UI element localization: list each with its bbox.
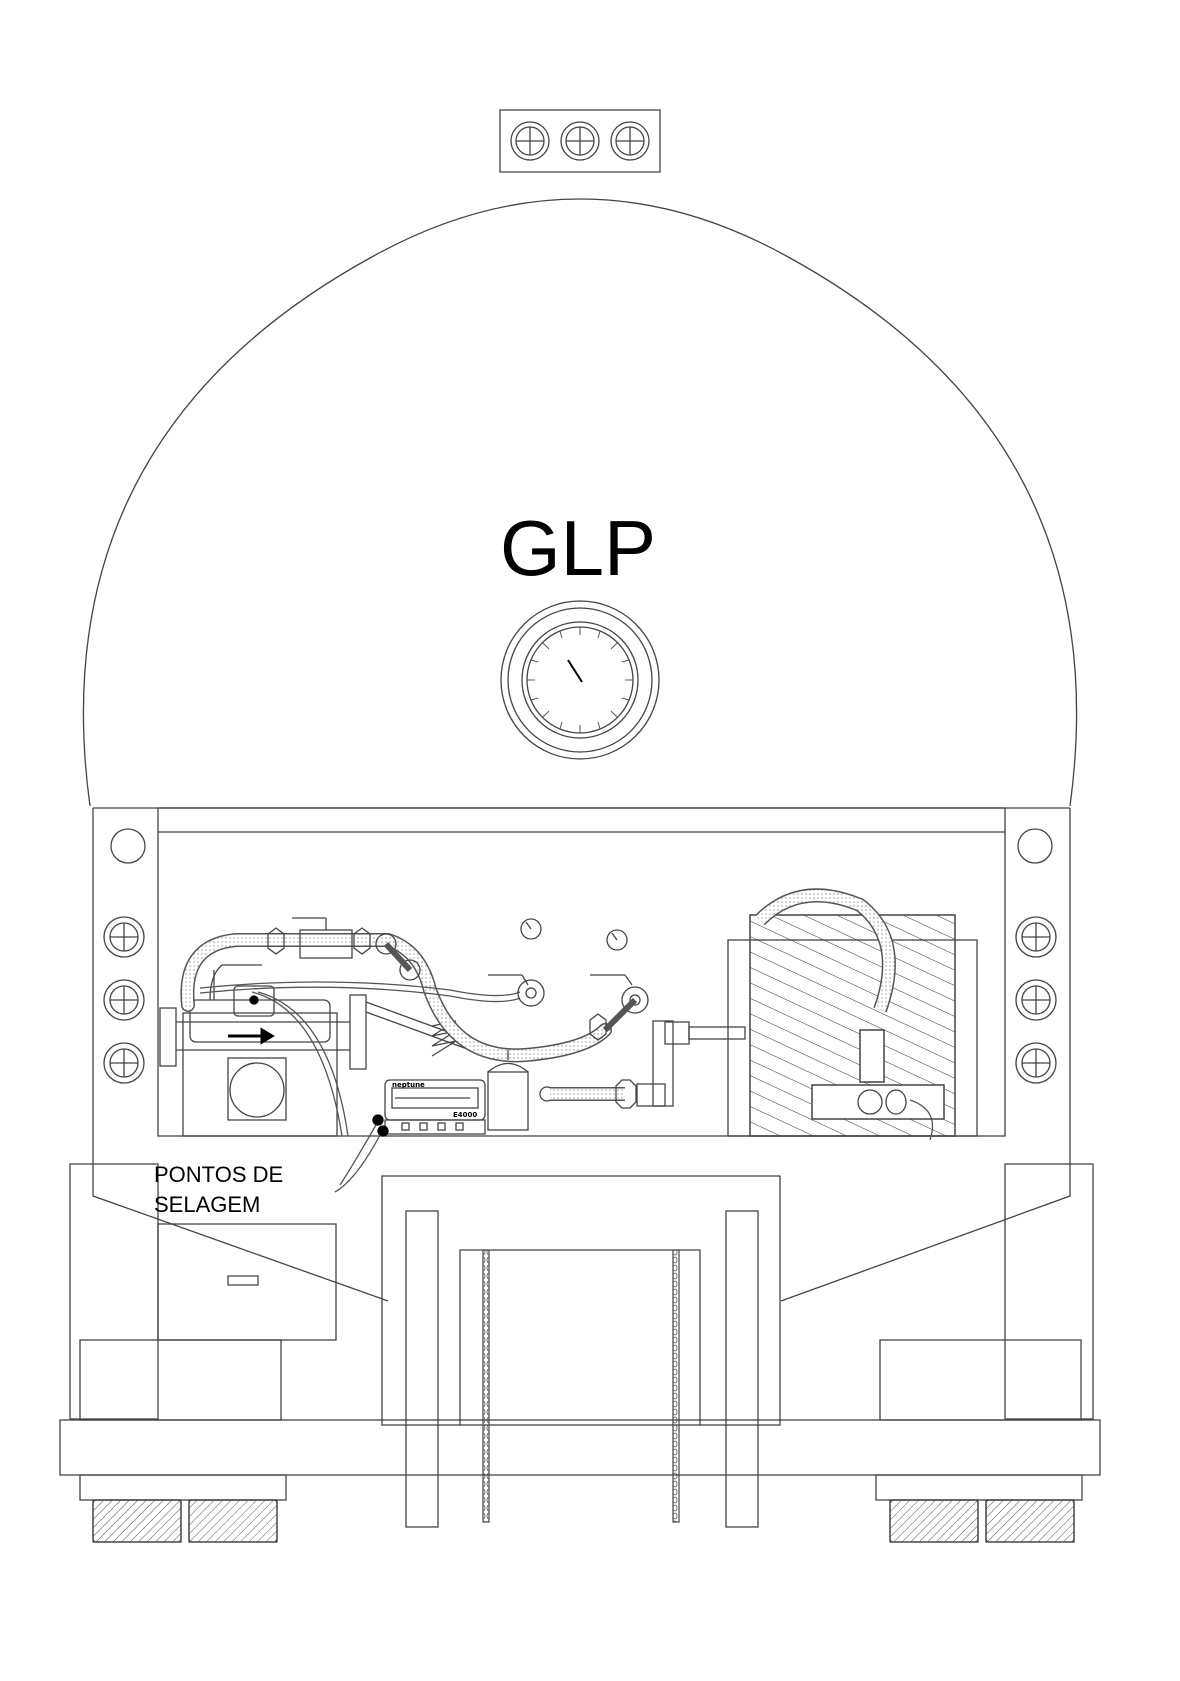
vent-cap-icon bbox=[1015, 979, 1057, 1021]
vent-cap-icon bbox=[1015, 1042, 1057, 1084]
sealing-points-label-line2: SELAGEM bbox=[154, 1192, 260, 1217]
top-valve-block bbox=[499, 109, 661, 173]
tire-icon bbox=[985, 1499, 1075, 1543]
tank-label: GLP bbox=[500, 504, 656, 592]
tire-icon bbox=[889, 1499, 979, 1543]
pressure-gauge-icon bbox=[500, 600, 660, 760]
valve-handle-icon bbox=[488, 974, 545, 1007]
rear-frame bbox=[381, 1175, 781, 1528]
meter-register bbox=[384, 1079, 486, 1135]
vent-cap-icon bbox=[103, 916, 145, 958]
hose-reel bbox=[727, 888, 978, 1141]
tire-icon bbox=[92, 1499, 182, 1543]
vent-cap-icon bbox=[103, 979, 145, 1021]
meter-model: E4000 bbox=[453, 1111, 477, 1119]
vent-cap-icon bbox=[510, 121, 550, 161]
vent-cap-icon bbox=[103, 1042, 145, 1084]
rear-bumper bbox=[59, 1419, 1101, 1476]
vent-cap-icon bbox=[610, 121, 650, 161]
tire-icon bbox=[188, 1499, 278, 1543]
valve-handle-icon bbox=[590, 974, 649, 1014]
sealing-points-label-line1: PONTOS DE bbox=[154, 1162, 283, 1187]
rear-cabinet bbox=[92, 807, 1071, 1302]
meter-brand: neptune bbox=[392, 1081, 425, 1089]
tank-dome bbox=[82, 198, 1078, 807]
vent-cap-icon bbox=[560, 121, 600, 161]
flow-arrow-icon bbox=[228, 1027, 275, 1045]
small-gauge-icon bbox=[606, 929, 628, 951]
left-bracket bbox=[69, 1163, 159, 1420]
vent-cap-icon bbox=[1015, 916, 1057, 958]
small-gauge-icon bbox=[520, 918, 542, 940]
pump-assembly bbox=[159, 964, 367, 1137]
